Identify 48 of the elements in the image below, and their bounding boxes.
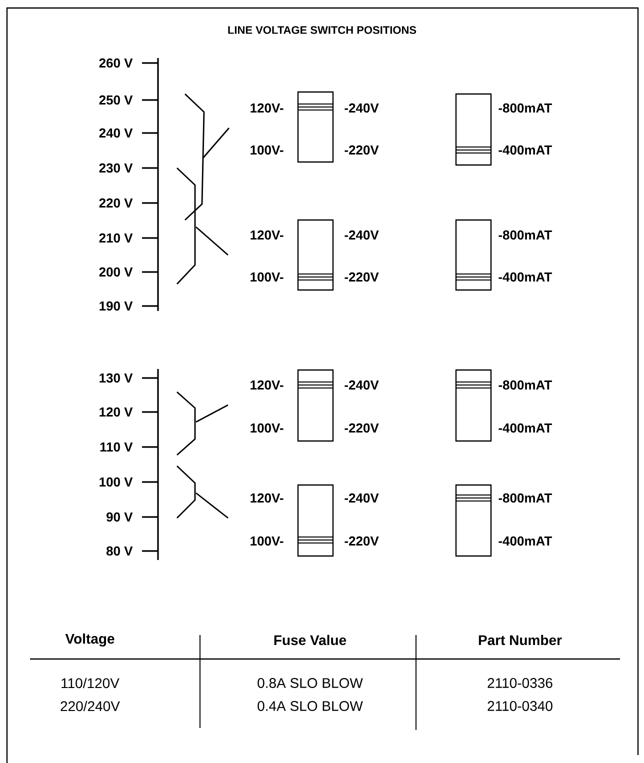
switch-position-label: 120V- [250, 103, 284, 113]
table-cell: 0.4A SLO BLOW [258, 701, 363, 711]
scale-label: 190 V [100, 301, 133, 311]
scale-label: 120 V [100, 407, 133, 417]
title: LINE VOLTAGE SWITCH POSITIONS [228, 26, 416, 34]
table-cell: 220/240V [60, 700, 120, 712]
switch-position-label: -800mAT [498, 493, 552, 503]
switch-position-label: -400mAT [498, 272, 552, 282]
scale-label: 200 V [99, 267, 133, 277]
column-header: Fuse Value [274, 634, 346, 646]
scale-label: 220 V [99, 198, 133, 208]
switch-position-label: -800mAT [498, 103, 552, 113]
switch-position-label: -220V [344, 423, 379, 433]
switch-position-label: 100V- [250, 536, 284, 546]
switch-position-label: 120V- [250, 493, 284, 503]
switch-position-label: -220V [344, 536, 379, 546]
scale-label: 230 V [99, 163, 133, 173]
switch-position-label: 100V- [250, 272, 284, 282]
table-cell: 2110-0340 [488, 701, 552, 711]
scale-label: 250 V [99, 95, 133, 105]
scale-label: 90 V [106, 512, 133, 522]
switch-position-label: -800mAT [498, 380, 552, 390]
switch-position-label: -400mAT [498, 423, 552, 433]
scale-label: 100 V [100, 477, 133, 487]
column-header: Part Number [478, 634, 562, 646]
switch-position-label: -240V [344, 230, 379, 240]
switch-position-label: 120V- [250, 230, 284, 240]
switch-position-label: -240V [344, 493, 379, 503]
column-header: Voltage [65, 633, 114, 647]
table-cell: 110/120V [62, 678, 120, 688]
scale-label: 260 V [99, 58, 133, 68]
switch-position-label: 120V- [250, 380, 284, 390]
switch-position-label: 100V- [250, 423, 284, 433]
table-cell: 2110-0336 [488, 678, 552, 688]
switch-position-label: 100V- [250, 145, 284, 155]
switch-position-label: -400mAT [498, 145, 552, 155]
switch-position-label: -240V [344, 103, 379, 113]
switch-position-label: -220V [344, 272, 379, 282]
switch-position-label: -800mAT [498, 230, 552, 240]
scale-label: 240 V [99, 128, 133, 138]
scale-label: 210 V [99, 233, 133, 243]
scale-label: 110 V [100, 442, 133, 452]
table-cell: 0.8A SLO BLOW [258, 678, 363, 688]
scale-label: 80 V [106, 546, 133, 556]
scale-label: 130 V [100, 373, 133, 383]
switch-position-label: -240V [344, 380, 379, 390]
switch-position-label: -400mAT [498, 536, 552, 546]
switch-position-label: -220V [344, 145, 379, 155]
